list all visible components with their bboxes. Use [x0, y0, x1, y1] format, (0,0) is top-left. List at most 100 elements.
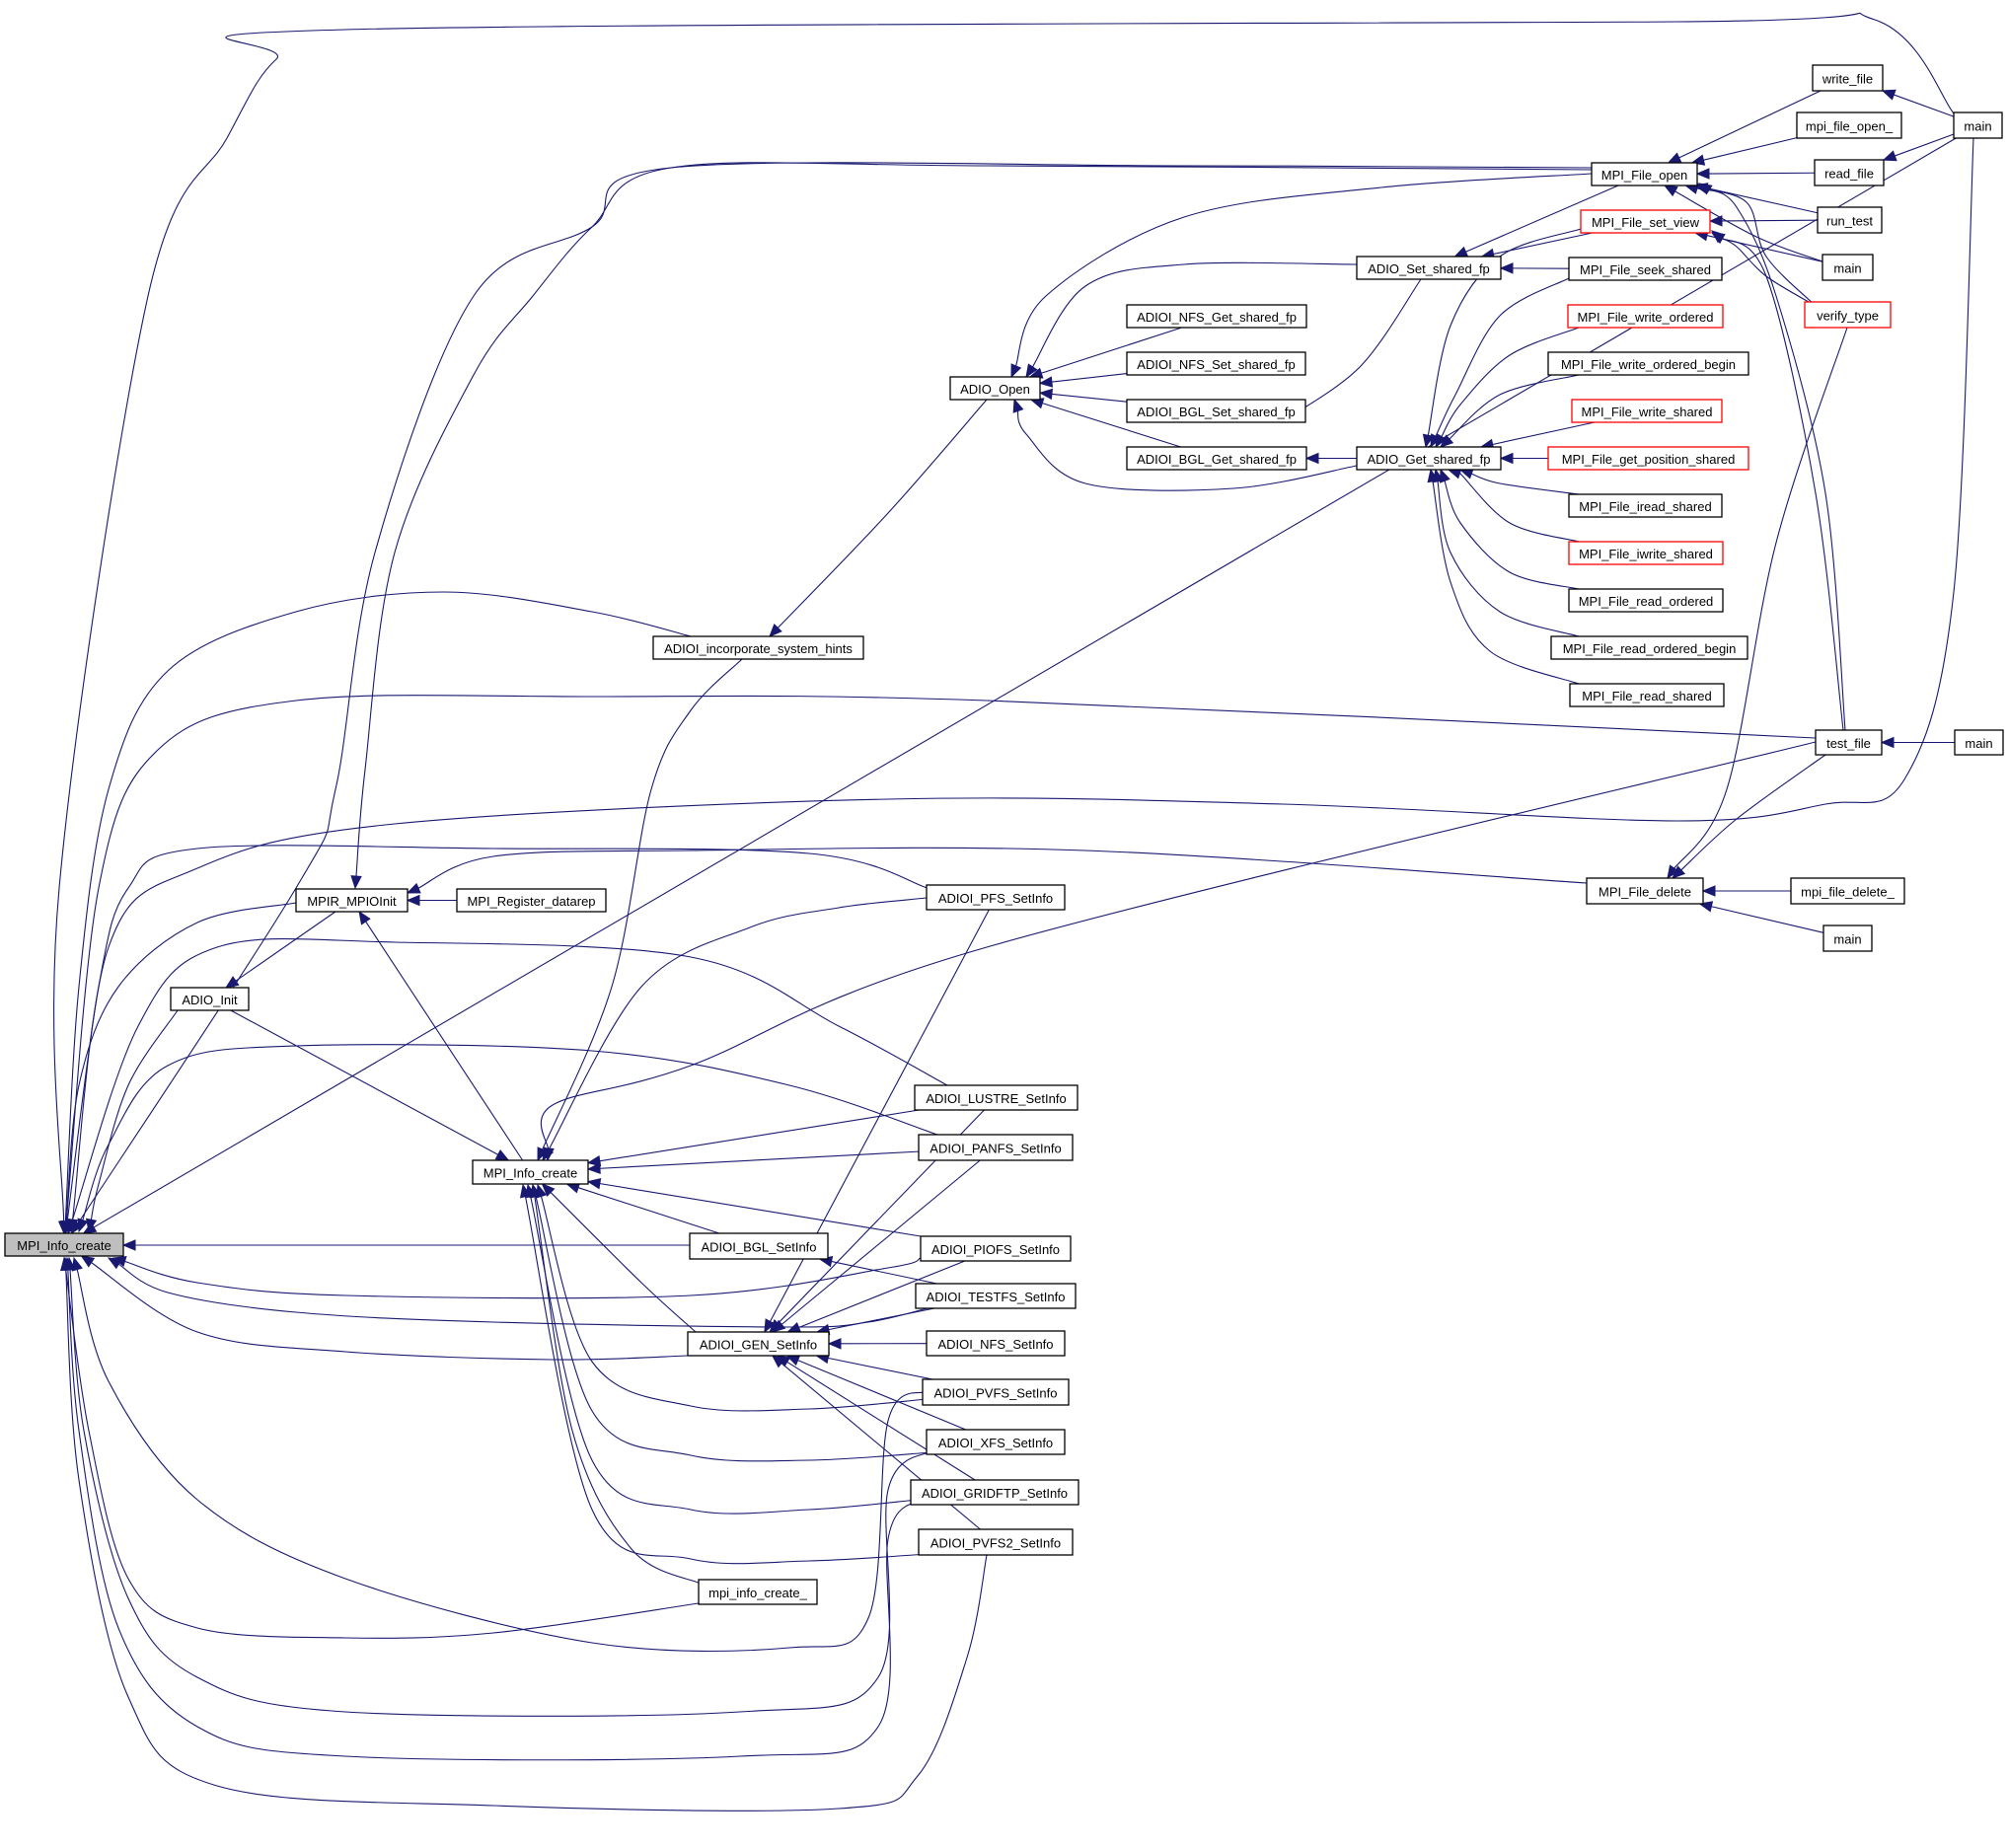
node-root[interactable]: MPI_Info_create: [4, 1232, 124, 1257]
node-mpi-file-iread-shared[interactable]: MPI_File_iread_shared: [1568, 493, 1723, 518]
node-box[interactable]: [1547, 351, 1749, 376]
node-box[interactable]: [472, 1159, 589, 1185]
node-box[interactable]: [1815, 729, 1883, 756]
node-box[interactable]: [1817, 206, 1883, 234]
node-box[interactable]: [170, 987, 250, 1011]
node-adioi-bgl-set-shared-fp[interactable]: ADIOI_BGL_Set_shared_fp: [1126, 399, 1306, 423]
node-adioi-piofs-setinfo[interactable]: ADIOI_PIOFS_SetInfo: [920, 1235, 1072, 1262]
node-adioi-nfs-get-shared-fp[interactable]: ADIOI_NFS_Get_shared_fp: [1126, 304, 1307, 329]
node-box[interactable]: [1126, 304, 1307, 329]
node-mpi-file-read-ordered-begin[interactable]: MPI_File_read_ordered_begin: [1550, 635, 1748, 660]
node-box[interactable]: [652, 635, 864, 660]
node-box[interactable]: [1356, 446, 1502, 471]
node-box[interactable]: [1569, 683, 1725, 707]
node-box[interactable]: [456, 888, 607, 913]
node-box[interactable]: [1126, 351, 1306, 376]
node-adioi-pfs-setinfo[interactable]: ADIOI_PFS_SetInfo: [926, 884, 1066, 911]
node-write-file[interactable]: write_file: [1812, 64, 1884, 92]
node-box[interactable]: [689, 1232, 829, 1260]
node-box[interactable]: [1126, 446, 1307, 471]
node-box[interactable]: [1568, 257, 1723, 281]
node-box[interactable]: [926, 884, 1066, 911]
node-box[interactable]: [1822, 254, 1874, 281]
node-box[interactable]: [1812, 64, 1884, 92]
node-box[interactable]: [1953, 111, 2003, 139]
node-read-file[interactable]: read_file: [1814, 159, 1885, 186]
node-mpi-file-write-ordered[interactable]: MPI_File_write_ordered: [1567, 304, 1724, 329]
node-box[interactable]: [687, 1331, 830, 1357]
node-box[interactable]: [1814, 159, 1885, 186]
node-box[interactable]: [1571, 399, 1723, 423]
node-adioi-bgl-get-shared-fp[interactable]: ADIOI_BGL_Get_shared_fp: [1126, 446, 1307, 471]
node-main-2[interactable]: main: [1822, 254, 1874, 281]
node-box[interactable]: [1790, 877, 1905, 905]
node-box[interactable]: [922, 1378, 1070, 1406]
node-box[interactable]: [1822, 924, 1873, 952]
node-box[interactable]: [295, 888, 409, 913]
node-box[interactable]: [926, 1330, 1066, 1357]
node-box[interactable]: [1567, 304, 1724, 329]
node-box[interactable]: [1804, 301, 1892, 329]
node-box[interactable]: [1126, 399, 1306, 423]
node-adioi-gen-setinfo[interactable]: ADIOI_GEN_SetInfo: [687, 1331, 830, 1357]
node-main-test[interactable]: main: [1954, 729, 2004, 756]
node-adioi-testfs-setinfo[interactable]: ADIOI_TESTFS_SetInfo: [915, 1283, 1077, 1309]
node-mpi-file-set-view[interactable]: MPI_File_set_view: [1580, 209, 1711, 234]
node-box[interactable]: [914, 1084, 1078, 1111]
node-mpir-mpioinit[interactable]: MPIR_MPIOInit: [295, 888, 409, 913]
node-box[interactable]: [4, 1232, 124, 1257]
node-adio-init[interactable]: ADIO_Init: [170, 987, 250, 1011]
node-adioi-bgl-setinfo[interactable]: ADIOI_BGL_SetInfo: [689, 1232, 829, 1260]
node-main-top[interactable]: main: [1953, 111, 2003, 139]
node-test-file[interactable]: test_file: [1815, 729, 1883, 756]
node-adioi-gridftp-setinfo[interactable]: ADIOI_GRIDFTP_SetInfo: [910, 1479, 1079, 1506]
node-mpi-info-create-mid[interactable]: MPI_Info_create: [472, 1159, 589, 1185]
node-run-test[interactable]: run_test: [1817, 206, 1883, 234]
node-box[interactable]: [698, 1579, 818, 1605]
node-adioi-incorporate-system-hints[interactable]: ADIOI_incorporate_system_hints: [652, 635, 864, 660]
node-mpi-file-get-position-shared[interactable]: MPI_File_get_position_shared: [1547, 446, 1749, 471]
node-mpi-file-write-shared[interactable]: MPI_File_write_shared: [1571, 399, 1723, 423]
node-mpi-file-write-ordered-begin[interactable]: MPI_File_write_ordered_begin: [1547, 351, 1749, 376]
node-box[interactable]: [1356, 256, 1502, 280]
node-box[interactable]: [1550, 635, 1748, 660]
node-adioi-pvfs-setinfo[interactable]: ADIOI_PVFS_SetInfo: [922, 1378, 1070, 1406]
node-mpi-file-open-[interactable]: mpi_file_open_: [1796, 111, 1902, 139]
node-box[interactable]: [918, 1528, 1074, 1556]
node-box[interactable]: [1954, 729, 2004, 756]
node-mpi-register-datarep[interactable]: MPI_Register_datarep: [456, 888, 607, 913]
node-box[interactable]: [1591, 162, 1698, 186]
node-box[interactable]: [1586, 877, 1704, 905]
node-mpi-file-delete-[interactable]: mpi_file_delete_: [1790, 877, 1905, 905]
node-main-delete[interactable]: main: [1822, 924, 1873, 952]
node-box[interactable]: [1796, 111, 1902, 139]
node-adioi-xfs-setinfo[interactable]: ADIOI_XFS_SetInfo: [926, 1429, 1066, 1455]
node-adioi-lustre-setinfo[interactable]: ADIOI_LUSTRE_SetInfo: [914, 1084, 1078, 1111]
node-box[interactable]: [1568, 493, 1723, 518]
node-adioi-nfs-set-shared-fp[interactable]: ADIOI_NFS_Set_shared_fp: [1126, 351, 1306, 376]
node-adioi-pvfs2-setinfo[interactable]: ADIOI_PVFS2_SetInfo: [918, 1528, 1074, 1556]
node-box[interactable]: [1547, 446, 1749, 471]
node-adio-open[interactable]: ADIO_Open: [949, 376, 1041, 401]
node-box[interactable]: [910, 1479, 1079, 1506]
node-box[interactable]: [1568, 541, 1724, 565]
node-mpi-file-iwrite-shared[interactable]: MPI_File_iwrite_shared: [1568, 541, 1724, 565]
node-box[interactable]: [1568, 588, 1724, 613]
node-mpi-info-create-[interactable]: mpi_info_create_: [698, 1579, 818, 1605]
node-box[interactable]: [926, 1429, 1066, 1455]
node-box[interactable]: [915, 1283, 1077, 1309]
node-box[interactable]: [1580, 209, 1711, 234]
node-verify-type[interactable]: verify_type: [1804, 301, 1892, 329]
node-adioi-nfs-setinfo[interactable]: ADIOI_NFS_SetInfo: [926, 1330, 1066, 1357]
node-mpi-file-read-shared[interactable]: MPI_File_read_shared: [1569, 683, 1725, 707]
node-box[interactable]: [918, 1134, 1074, 1161]
node-mpi-file-open[interactable]: MPI_File_open: [1591, 162, 1698, 186]
node-box[interactable]: [920, 1235, 1072, 1262]
node-mpi-file-delete[interactable]: MPI_File_delete: [1586, 877, 1704, 905]
node-adio-set-shared-fp[interactable]: ADIO_Set_shared_fp: [1356, 256, 1502, 280]
node-adio-get-shared-fp[interactable]: ADIO_Get_shared_fp: [1356, 446, 1502, 471]
node-box[interactable]: [949, 376, 1041, 401]
node-adioi-panfs-setinfo[interactable]: ADIOI_PANFS_SetInfo: [918, 1134, 1074, 1161]
node-mpi-file-read-ordered[interactable]: MPI_File_read_ordered: [1568, 588, 1724, 613]
node-mpi-file-seek-shared[interactable]: MPI_File_seek_shared: [1568, 257, 1723, 281]
